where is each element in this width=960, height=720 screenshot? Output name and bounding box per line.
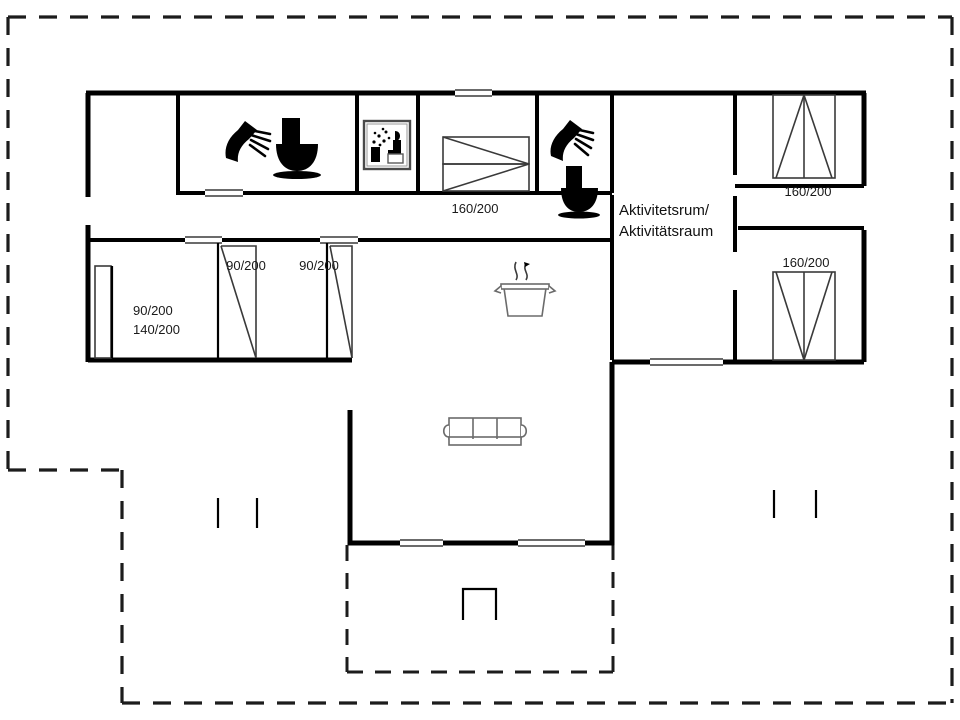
sofa-arm-left [442,424,450,438]
toilet-cistern [282,118,300,144]
sauna-steam-dots [372,127,391,147]
toilet-cistern-2 [566,166,582,188]
sofa-cushion-dividers [472,418,498,439]
door-opening-corridor-2 [320,236,358,244]
shower-icon [225,121,272,162]
shower-icon-2 [550,120,595,161]
bunk-bed-diagonal-upper [442,136,530,165]
sauna-person-legs [388,150,401,154]
sofa-seat [448,436,522,446]
toilet-icon-2 [558,166,600,219]
shower-spray-2 [573,127,595,157]
door-bedroom-left-2 [329,245,353,359]
sofa-arm-right [520,424,528,438]
bed-top-right-diag-left [775,94,805,179]
pot-handle-right [548,285,557,294]
toilet-bowl [276,144,318,171]
sauna-stove [371,147,380,162]
sauna-icon [362,119,412,171]
pot-steam-tip [524,262,530,267]
terrace-step-symbol [461,587,498,620]
window-top-wall [455,89,492,97]
shower-spray [248,128,272,158]
sofa-icon [442,417,528,446]
door-opening-terrace-2 [518,539,585,547]
door-swing-2 [329,245,353,359]
room-label-activity-line2: Aktivitätsraum [619,223,713,240]
terrace-step-outline [461,587,498,620]
door-swing-1 [220,245,257,359]
cooking-pot-icon [493,261,557,317]
bathroom-fixtures-left [225,118,321,179]
sauna-bench [387,153,404,164]
covered-terrace-outline [345,545,615,674]
sofa-back [448,417,522,440]
building-walls [85,89,867,547]
bed-mid-right-diag-right [803,271,833,361]
bunk-bed-lower [442,163,530,192]
door-bedroom-left-1 [220,245,257,359]
sauna-person-head [395,131,400,141]
pot-body [503,287,547,317]
pot-rim [500,283,550,290]
bed-top-right-diag-right [803,94,833,179]
terrace-window-ticks [216,490,818,528]
pot-handle-left [493,285,502,294]
dim-label-door-left-1: 90/200 [226,258,266,273]
dim-label-window-left-a: 90/200 [133,303,173,318]
door-leaf-1 [221,245,257,358]
door-opening-bath [205,189,243,197]
shower-arm-2 [550,120,582,161]
toilet-bowl-2 [561,188,598,212]
toilet-base-2 [558,211,600,219]
toilet-base [273,171,321,179]
dim-label-door-left-2: 90/200 [299,258,339,273]
door-opening-terrace-1 [400,539,443,547]
dim-label-window-left-b: 140/200 [133,322,180,337]
dim-label-bunk-bed: 160/200 [452,201,499,216]
bed-mid-right-160-200 [772,271,836,361]
pot-steam-1 [514,261,518,281]
bed-top-right-160-200 [772,94,836,179]
window-left-pane-outer [94,265,112,359]
bunk-bed-diagonal-lower [442,163,530,192]
door-opening-corridor-1 [185,236,222,244]
shower-arm [225,121,257,162]
toilet-icon [273,118,321,179]
window-mid-bottom [650,358,723,366]
bathroom-fixtures-right [550,120,600,219]
bunk-bed-160-200 [442,136,530,192]
dim-label-bed-top-right: 160/200 [785,184,832,199]
window-left-bedroom [94,265,114,359]
dim-label-bed-mid-right: 160/200 [783,255,830,270]
door-leaf-2 [330,245,353,358]
room-label-activity-line1: Aktivitetsrum/ [619,202,710,219]
terrace-boundary [6,15,954,705]
bed-mid-right-diag-left [775,271,805,361]
